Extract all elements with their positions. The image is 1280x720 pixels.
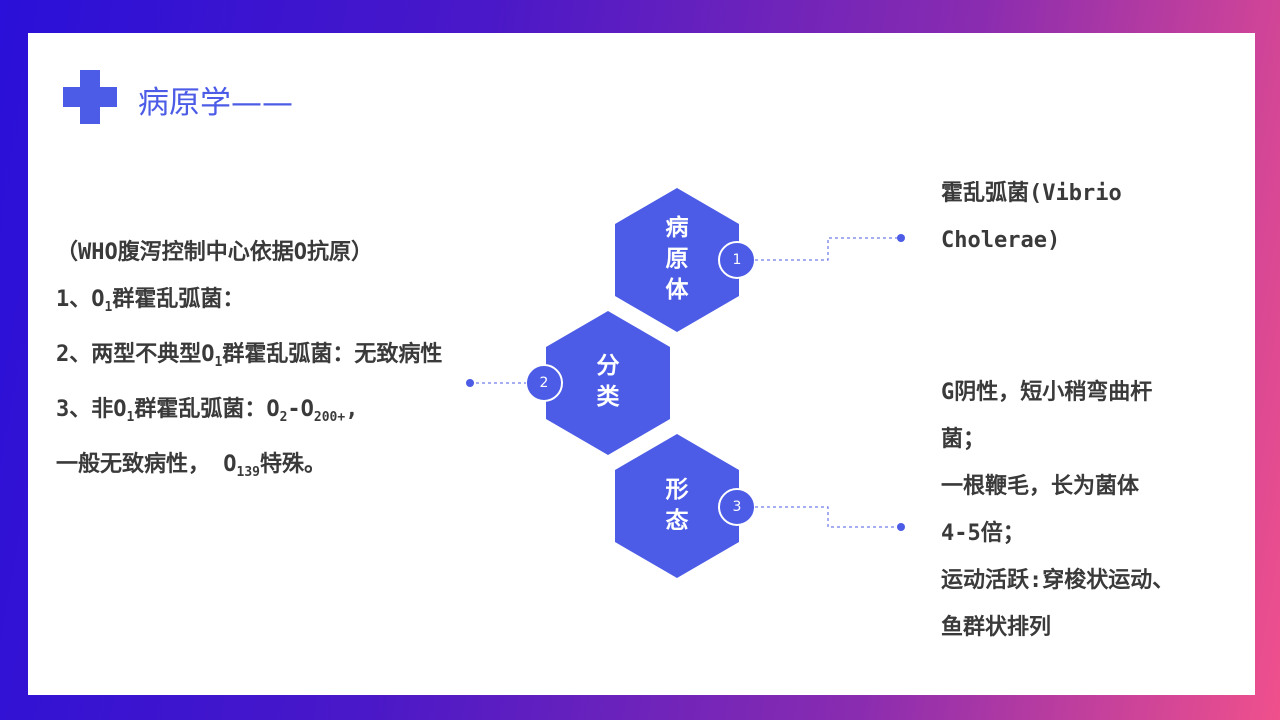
- hexagon-pathogen: [615, 188, 739, 332]
- hexagon-label-classification: 分 类: [588, 351, 628, 413]
- label-char: 类: [596, 384, 620, 410]
- hexagon-classification: [546, 311, 670, 455]
- text-line: 4-5倍；: [941, 521, 1025, 546]
- text-line: 运动活跃:穿梭状运动、: [941, 568, 1175, 593]
- connector-1: [755, 237, 901, 261]
- label-char: 病: [665, 215, 689, 241]
- text-line: 一般无致病性， O139特殊。: [56, 452, 326, 480]
- pathogen-text: 霍乱弧菌(Vibrio Cholerae): [941, 170, 1122, 264]
- label-char: 体: [665, 277, 689, 303]
- text-line: （WHO腹泻控制中心依据O抗原）: [56, 240, 373, 265]
- text-line: 3、非O1群霍乱弧菌：O2-O200+,: [56, 397, 359, 425]
- text-line: 1、O1群霍乱弧菌：: [56, 287, 245, 315]
- hexagon-label-pathogen: 病 原 体: [657, 213, 697, 306]
- label-char: 态: [665, 508, 689, 534]
- text-line: 鱼群状排列: [941, 615, 1052, 640]
- text-line: 菌；: [941, 427, 986, 452]
- number-label: 1: [732, 252, 742, 268]
- medical-cross-icon: [63, 70, 117, 124]
- text-line: 一根鞭毛，长为菌体: [941, 474, 1140, 499]
- classification-text: （WHO腹泻控制中心依据O抗原） 1、O1群霍乱弧菌： 2、两型不典型O1群霍乱…: [56, 229, 442, 496]
- label-char: 分: [596, 353, 620, 379]
- number-label: 3: [732, 499, 742, 515]
- text-line: Cholerae): [941, 228, 1061, 253]
- text-line: 霍乱弧菌(Vibrio: [941, 181, 1122, 206]
- text-line: 2、两型不典型O1群霍乱弧菌：无致病性: [56, 342, 443, 370]
- text-line: G阴性，短小稍弯曲杆: [941, 380, 1153, 405]
- number-label: 2: [539, 375, 549, 391]
- slide-canvas: 病原学—— （WHO腹泻控制中心依据O抗原） 1、O1群霍乱弧菌： 2、两型不典…: [28, 33, 1255, 695]
- label-char: 原: [665, 246, 689, 272]
- hexagon-morphology: [615, 434, 739, 578]
- connector-3: [755, 506, 901, 528]
- page-title: 病原学——: [138, 85, 293, 121]
- morphology-text: G阴性，短小稍弯曲杆 菌； 一根鞭毛，长为菌体 4-5倍； 运动活跃:穿梭状运动…: [941, 369, 1174, 651]
- label-char: 形: [665, 477, 689, 503]
- hexagon-diagram: [466, 188, 905, 578]
- hexagon-label-morphology: 形 态: [657, 475, 697, 537]
